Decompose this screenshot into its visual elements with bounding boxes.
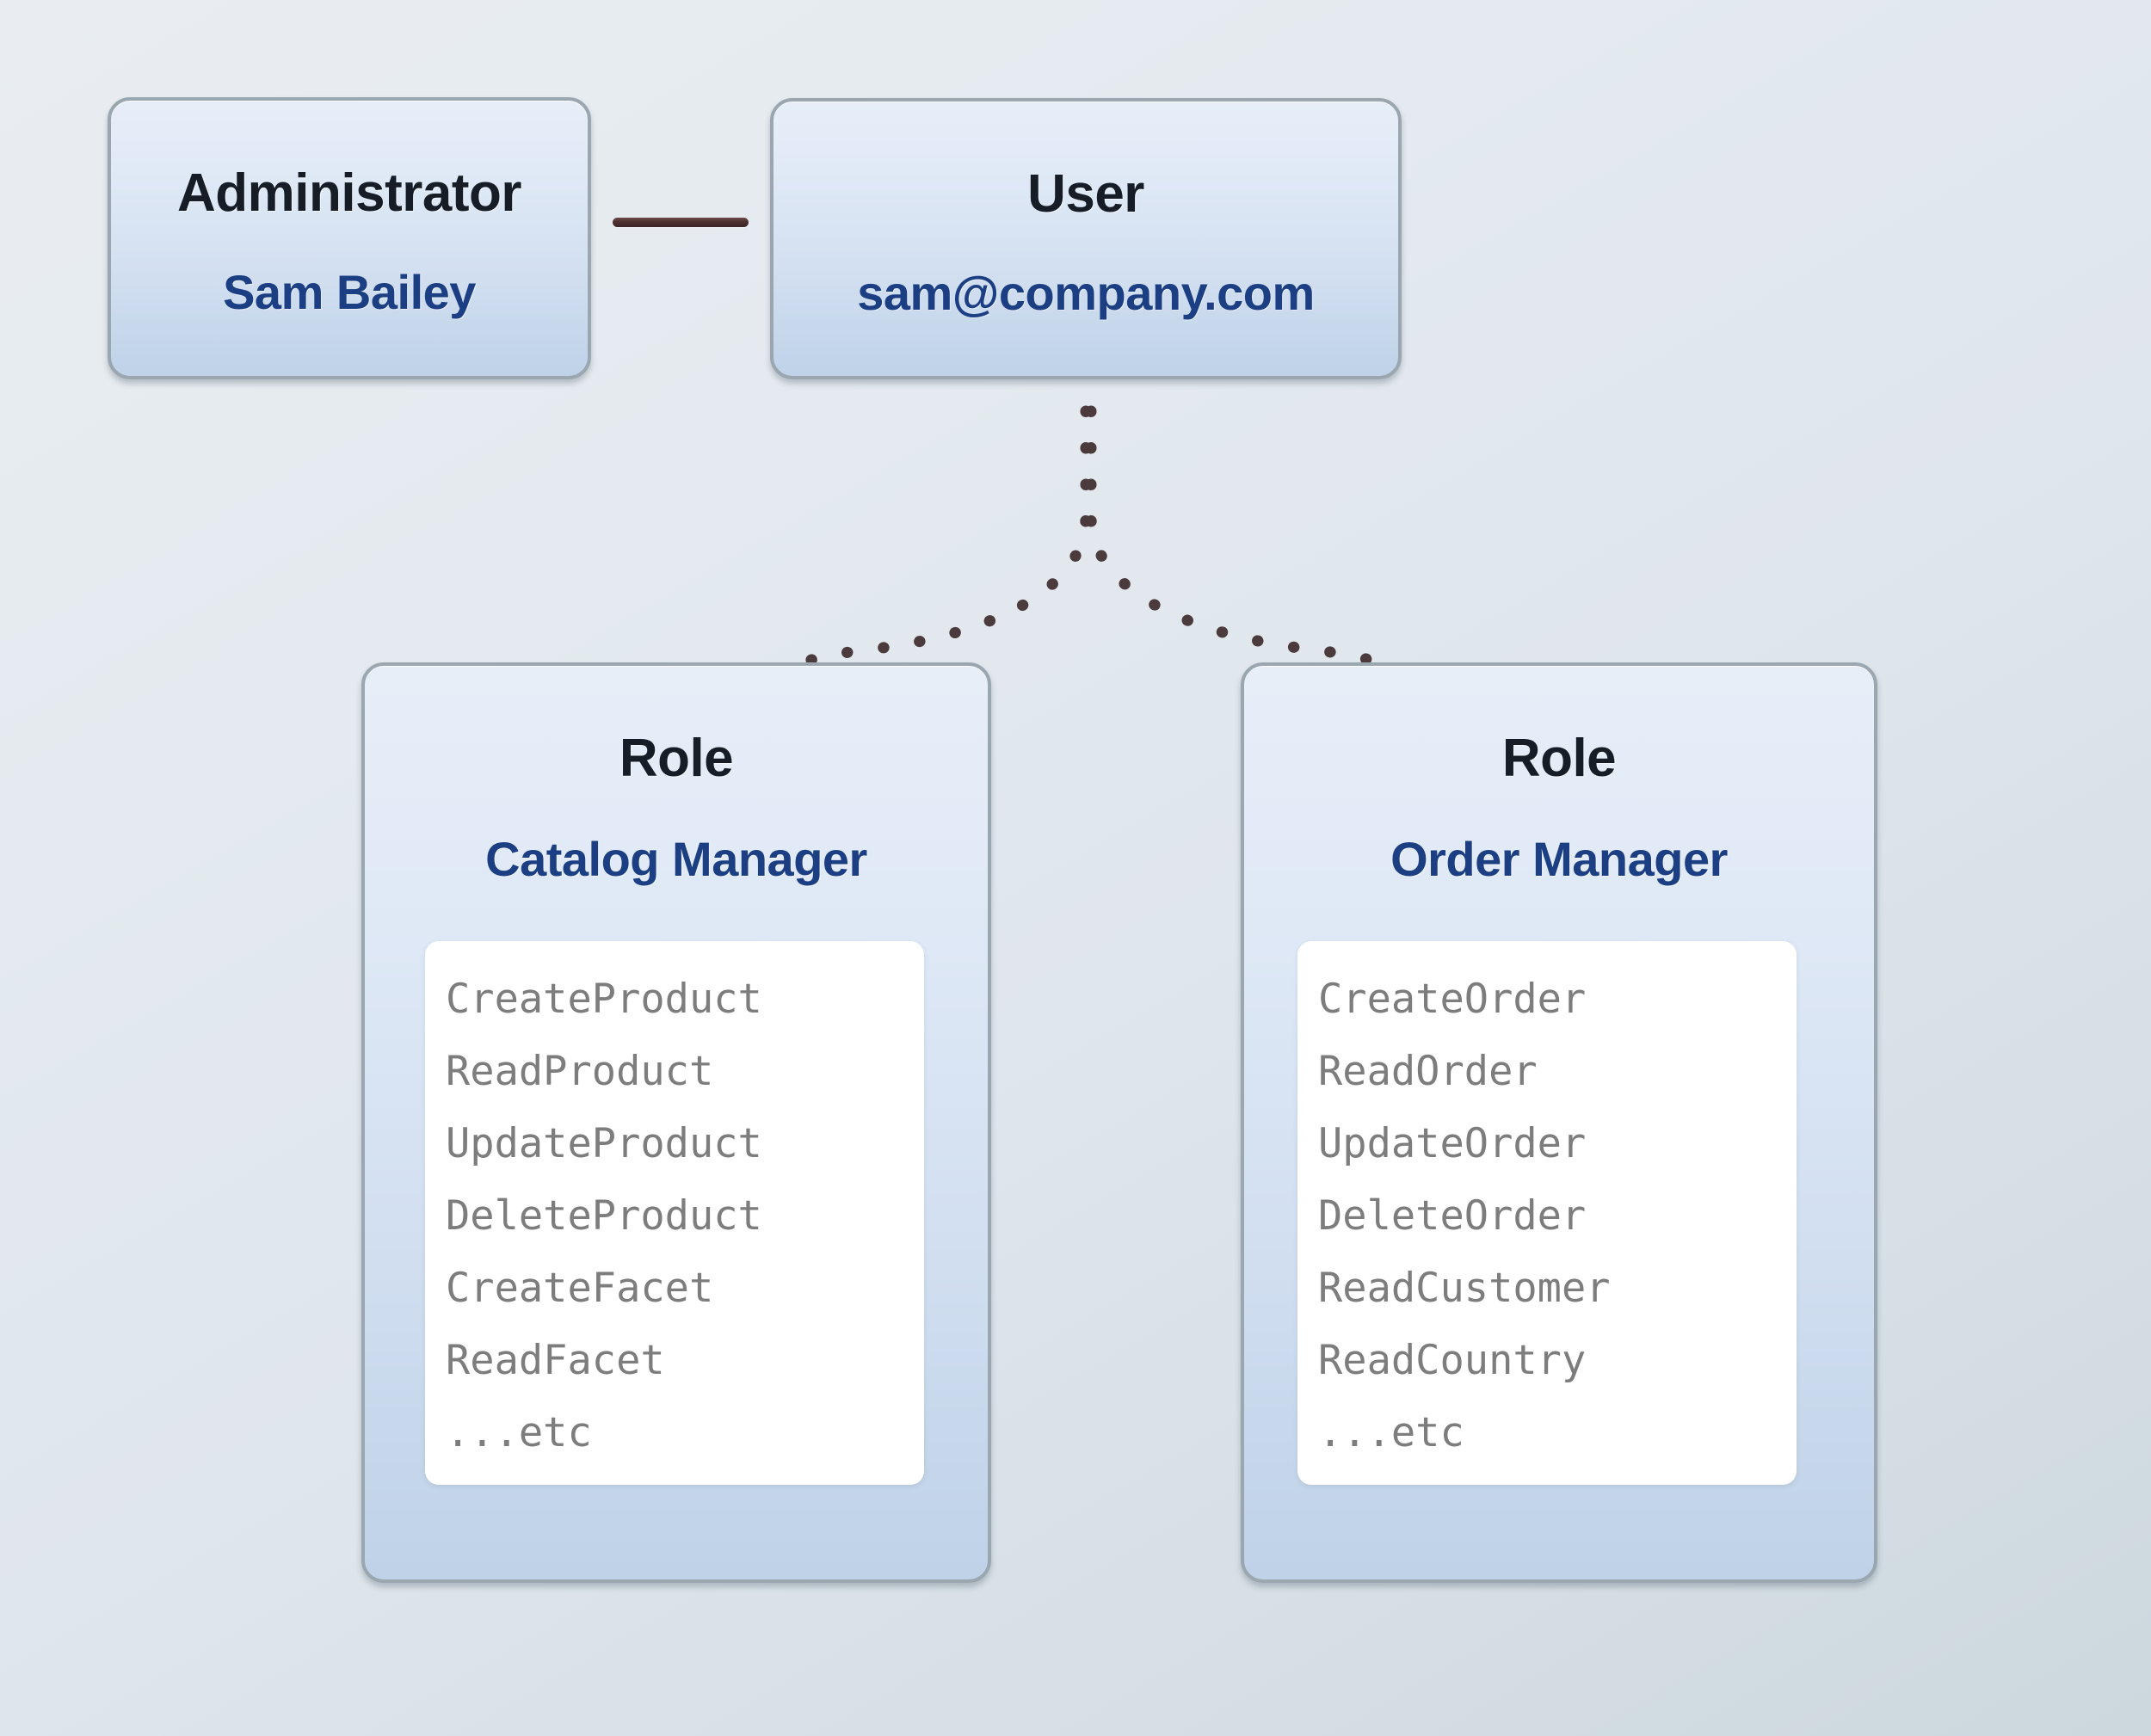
permission-item: CreateFacet xyxy=(446,1265,714,1312)
permission-item: DeleteOrder xyxy=(1318,1192,1587,1240)
permission-item: CreateProduct xyxy=(446,976,762,1023)
role-node-order-manager[interactable]: Role Order Manager CreateOrder ReadOrder… xyxy=(1241,662,1877,1583)
administrator-node[interactable]: Administrator Sam Bailey xyxy=(108,97,591,379)
administrator-user-link-line xyxy=(613,218,749,227)
permission-item: ReadCustomer xyxy=(1318,1265,1611,1312)
user-type-label: User xyxy=(1027,164,1144,224)
role-type-label: Role xyxy=(1501,729,1617,788)
role-name-value: Catalog Manager xyxy=(485,832,867,886)
permission-item: ReadProduct xyxy=(446,1048,714,1095)
permission-item: ReadOrder xyxy=(1318,1048,1538,1095)
role-name-value: Order Manager xyxy=(1390,832,1728,886)
role-node-catalog-manager[interactable]: Role Catalog Manager CreateProduct ReadP… xyxy=(361,662,991,1583)
permission-item: UpdateOrder xyxy=(1318,1120,1587,1167)
user-node[interactable]: User sam@company.com xyxy=(770,98,1402,379)
permission-item: CreateOrder xyxy=(1318,976,1587,1023)
administrator-type-label: Administrator xyxy=(177,163,521,223)
user-email-value: sam@company.com xyxy=(857,266,1315,320)
permission-panel: CreateProduct ReadProduct UpdateProduct … xyxy=(425,941,924,1485)
permission-item: ...etc xyxy=(446,1409,592,1456)
permission-panel: CreateOrder ReadOrder UpdateOrder Delete… xyxy=(1297,941,1797,1485)
role-type-label: Role xyxy=(619,729,734,788)
permission-item: ReadCountry xyxy=(1318,1337,1587,1384)
permission-item: ReadFacet xyxy=(446,1337,665,1384)
administrator-name-value: Sam Bailey xyxy=(223,265,476,319)
permission-item: UpdateProduct xyxy=(446,1120,762,1167)
permission-item: DeleteProduct xyxy=(446,1192,762,1240)
permission-item: ...etc xyxy=(1318,1409,1464,1456)
